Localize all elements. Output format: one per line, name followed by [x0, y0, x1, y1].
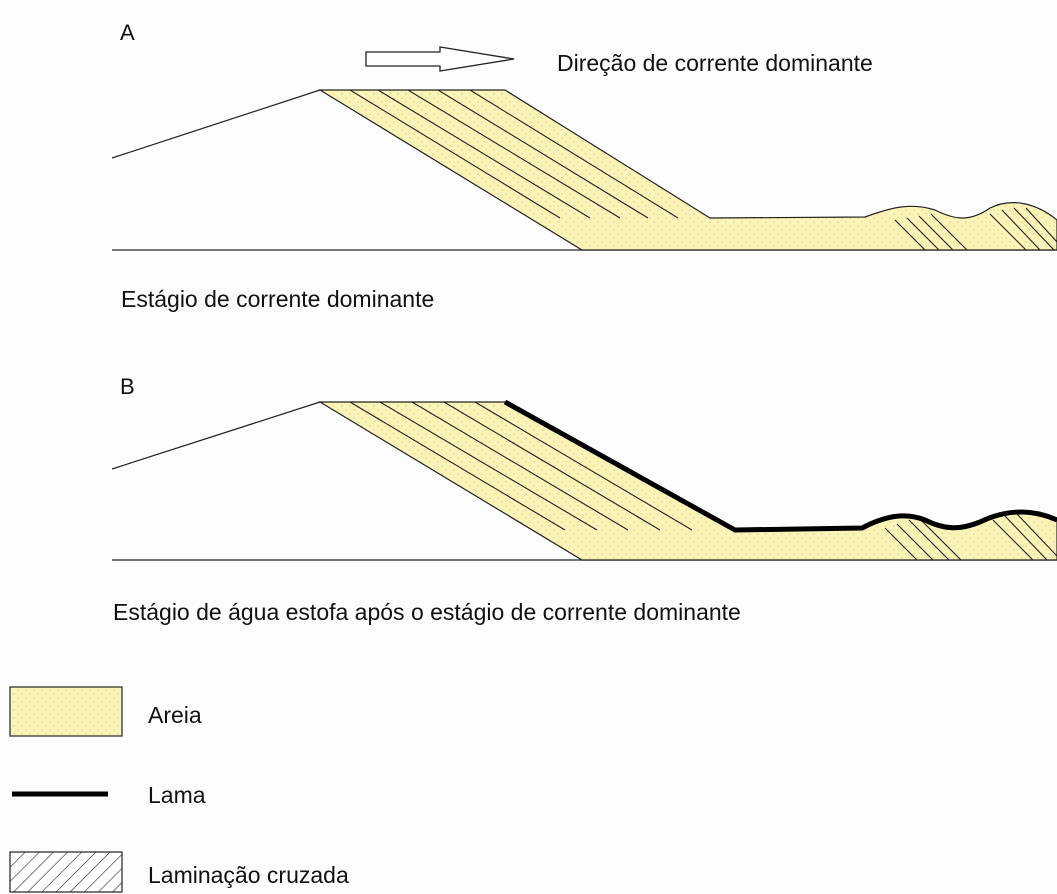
cross-lamination-icon: [9, 851, 123, 893]
mud-drape-b: [503, 399, 1057, 533]
foresets-b: [349, 402, 693, 531]
legend-label-mud: Lama: [148, 782, 206, 808]
panel-a-letter: A: [120, 20, 135, 45]
legend: Areia Lama Laminação cruzada: [9, 686, 349, 893]
panel-a-caption: Estágio de corrente dominante: [121, 286, 434, 312]
panel-a: A Direção de corrente dominante: [111, 20, 1057, 312]
current-direction-label: Direção de corrente dominante: [557, 50, 873, 76]
panel-b-letter: B: [120, 374, 135, 399]
legend-label-sand: Areia: [148, 702, 202, 728]
current-arrow-icon: [365, 46, 515, 72]
ripple-lamination-b: [884, 513, 1057, 560]
sand-swatch-icon: [9, 686, 123, 737]
sand-body-a: [317, 89, 1057, 251]
panel-b-caption: Estágio de água estofa após o estágio de…: [113, 599, 741, 625]
stoss-slope-a: [111, 89, 321, 159]
panel-b: B Estágio de água estofa após o estágio …: [111, 374, 1057, 625]
foresets-a: [349, 90, 679, 219]
sand-body-b: [317, 401, 1057, 561]
stoss-slope-b: [111, 401, 321, 470]
legend-label-cross-lamination: Laminação cruzada: [148, 862, 349, 888]
ripple-lamination-a: [894, 207, 1057, 250]
